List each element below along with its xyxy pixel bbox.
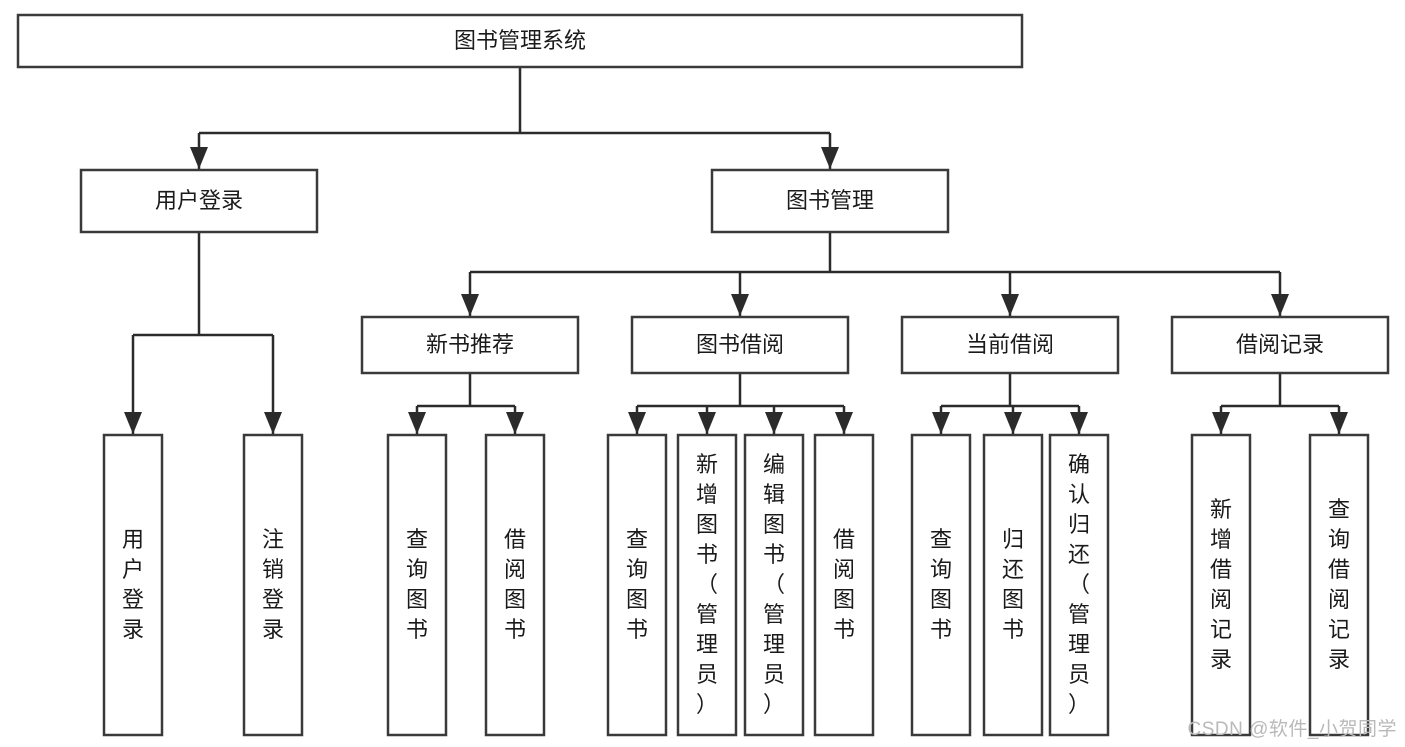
node-leaf-confirm-return-admin[interactable]: 确认归还（管理员） (1048, 433, 1110, 737)
node-box-leaf-query-book-current[interactable] (910, 433, 972, 737)
node-box-leaf-add-borrow-record[interactable] (1190, 433, 1252, 737)
watermark-text: CSDN @软件_小贺同学 (1187, 719, 1397, 740)
node-box-leaf-confirm-return-admin[interactable] (1048, 433, 1110, 737)
node-label-current-borrow: 当前借阅 (966, 332, 1054, 357)
node-leaf-edit-book-admin[interactable]: 编辑图书（管理员） (743, 433, 805, 737)
node-box-root[interactable] (16, 13, 1024, 69)
arrow-head-icon (628, 412, 646, 434)
arrow-head-icon (821, 147, 839, 169)
arrow-head-icon (1212, 412, 1230, 434)
node-leaf-add-borrow-record[interactable]: 新增借阅记录 (1190, 433, 1252, 737)
arrow-head-icon (408, 412, 426, 434)
node-current-borrow[interactable]: 当前借阅 (900, 315, 1120, 375)
node-box-leaf-return-book[interactable] (982, 433, 1044, 737)
node-label-leaf-user-login: 用户登录 (122, 527, 144, 642)
node-label-leaf-query-borrow-record: 查询借阅记录 (1328, 497, 1350, 672)
node-book-borrow[interactable]: 图书借阅 (630, 315, 850, 375)
node-box-leaf-logout[interactable] (242, 433, 304, 737)
arrow-head-icon (1271, 294, 1289, 316)
arrow-head-icon (1330, 412, 1348, 434)
arrow-head-icon (1070, 412, 1088, 434)
arrow-head-icon (765, 412, 783, 434)
node-label-new-book-recommend: 新书推荐 (426, 332, 514, 357)
node-leaf-return-book[interactable]: 归还图书 (982, 433, 1044, 737)
arrow-head-icon (461, 294, 479, 316)
node-borrow-records[interactable]: 借阅记录 (1170, 315, 1390, 375)
arrow-head-icon (932, 412, 950, 434)
node-label-leaf-add-borrow-record: 新增借阅记录 (1210, 497, 1232, 672)
arrow-head-icon (731, 294, 749, 316)
node-leaf-borrow-book[interactable]: 借阅图书 (813, 433, 875, 737)
node-label-leaf-query-book-current: 查询图书 (930, 527, 952, 642)
node-leaf-query-borrow-record[interactable]: 查询借阅记录 (1308, 433, 1370, 737)
node-box-borrow-records[interactable] (1170, 315, 1390, 375)
node-leaf-query-book-recommend[interactable]: 查询图书 (386, 433, 448, 737)
nodes-layer: 图书管理系统用户登录图书管理新书推荐图书借阅当前借阅借阅记录用户登录注销登录查询… (16, 13, 1390, 737)
node-leaf-query-book-borrow[interactable]: 查询图书 (606, 433, 668, 737)
arrow-head-icon (506, 412, 524, 434)
node-box-user-login[interactable] (79, 168, 319, 234)
node-box-leaf-borrow-book[interactable] (813, 433, 875, 737)
node-label-leaf-borrow-book: 借阅图书 (833, 527, 855, 642)
node-label-leaf-query-book-recommend: 查询图书 (406, 527, 428, 642)
node-label-book-borrow: 图书借阅 (696, 332, 784, 357)
node-user-login[interactable]: 用户登录 (79, 168, 319, 234)
arrow-head-icon (190, 147, 208, 169)
node-label-leaf-edit-book-admin: 编辑图书（管理员） (763, 452, 785, 717)
node-label-root: 图书管理系统 (454, 28, 586, 53)
node-box-book-management[interactable] (710, 168, 950, 234)
node-leaf-logout[interactable]: 注销登录 (242, 433, 304, 737)
node-box-leaf-user-login[interactable] (102, 433, 164, 737)
node-book-management[interactable]: 图书管理 (710, 168, 950, 234)
arrow-head-icon (698, 412, 716, 434)
node-new-book-recommend[interactable]: 新书推荐 (360, 315, 580, 375)
node-leaf-query-book-current[interactable]: 查询图书 (910, 433, 972, 737)
node-box-new-book-recommend[interactable] (360, 315, 580, 375)
node-box-leaf-query-book-borrow[interactable] (606, 433, 668, 737)
node-box-current-borrow[interactable] (900, 315, 1120, 375)
arrow-head-icon (1001, 294, 1019, 316)
arrow-head-icon (1004, 412, 1022, 434)
node-label-leaf-query-book-borrow: 查询图书 (626, 527, 648, 642)
node-box-leaf-query-borrow-record[interactable] (1308, 433, 1370, 737)
node-root[interactable]: 图书管理系统 (16, 13, 1024, 69)
node-box-leaf-borrow-book-recommend[interactable] (484, 433, 546, 737)
node-box-leaf-edit-book-admin[interactable] (743, 433, 805, 737)
node-leaf-add-book-admin[interactable]: 新增图书（管理员） (676, 433, 738, 737)
node-box-leaf-add-book-admin[interactable] (676, 433, 738, 737)
node-label-leaf-return-book: 归还图书 (1002, 527, 1024, 642)
node-label-borrow-records: 借阅记录 (1236, 332, 1324, 357)
arrow-head-icon (835, 412, 853, 434)
node-label-leaf-borrow-book-recommend: 借阅图书 (504, 527, 526, 642)
node-label-leaf-add-book-admin: 新增图书（管理员） (696, 452, 718, 717)
node-leaf-user-login[interactable]: 用户登录 (102, 433, 164, 737)
arrow-head-icon (264, 412, 282, 434)
node-label-user-login: 用户登录 (155, 188, 243, 213)
node-box-book-borrow[interactable] (630, 315, 850, 375)
arrow-head-icon (124, 412, 142, 434)
node-box-leaf-query-book-recommend[interactable] (386, 433, 448, 737)
node-label-book-management: 图书管理 (786, 188, 874, 213)
connector-edges-layer (124, 67, 1348, 434)
node-label-leaf-confirm-return-admin: 确认归还（管理员） (1068, 452, 1090, 717)
node-leaf-borrow-book-recommend[interactable]: 借阅图书 (484, 433, 546, 737)
node-label-leaf-logout: 注销登录 (262, 527, 284, 642)
